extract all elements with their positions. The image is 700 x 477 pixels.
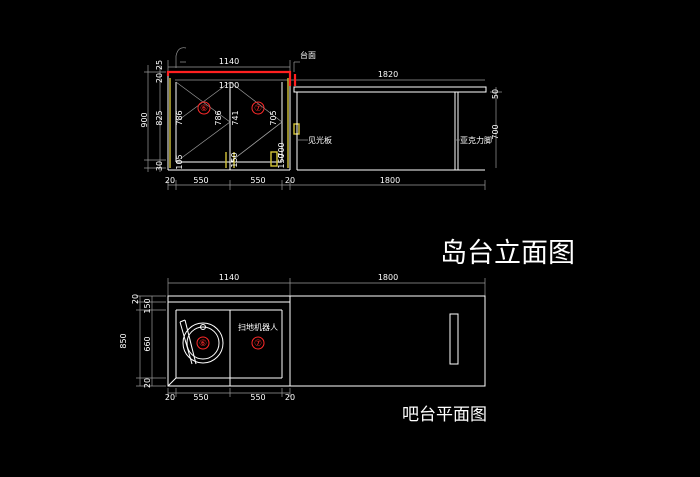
plan-dim-20-left: 20 <box>165 393 175 402</box>
elevation-view: ⑥ ⑦ 1140 1100 1820 20 550 550 20 1800 25… <box>140 47 502 190</box>
marker-7: ⑦ <box>254 104 262 114</box>
label-robot: 扫地机器人 <box>238 322 278 332</box>
dim-105: 105 <box>175 154 184 169</box>
plan-dim-660: 660 <box>143 336 152 351</box>
plan-dim-1800: 1800 <box>378 273 398 282</box>
dim-550-b: 550 <box>250 176 265 185</box>
dim-20-left: 20 <box>165 176 175 185</box>
plan-dim-850: 850 <box>119 333 128 348</box>
plan-view: ⑥ ⑦ 扫地机器人 1140 1800 20 550 550 20 20 150… <box>119 273 486 402</box>
dim-20-right: 20 <box>285 176 295 185</box>
dim-20-top: 20 <box>155 73 164 83</box>
dim-1140: 1140 <box>219 57 239 66</box>
label-acrylic-leg: 亚克力脚 <box>460 135 492 145</box>
title-plan: 吧台平面图 <box>402 405 487 425</box>
dim-705: 705 <box>269 110 278 125</box>
label-countertop: 台面 <box>300 50 316 60</box>
plan-marker-7: ⑦ <box>254 339 262 349</box>
dim-786-a: 786 <box>175 110 184 125</box>
plan-marker-6: ⑥ <box>199 339 207 349</box>
dim-900: 900 <box>140 112 149 127</box>
plan-dim-550-a: 550 <box>193 393 208 402</box>
dim-700-leg: 700 <box>491 124 500 139</box>
dim-700-inner: 700 <box>277 142 286 157</box>
plan-dim-150: 150 <box>143 298 152 313</box>
plan-dim-20-bottom: 20 <box>143 378 152 388</box>
dim-741: 741 <box>231 110 240 125</box>
dim-825: 825 <box>155 110 164 125</box>
dim-1100: 1100 <box>219 81 239 90</box>
label-light-board: 见光板 <box>308 135 332 145</box>
plan-dim-20-right: 20 <box>285 393 295 402</box>
title-elevation: 岛台立面图 <box>440 238 575 269</box>
plan-dim-1140: 1140 <box>219 273 239 282</box>
dim-1800: 1800 <box>380 176 400 185</box>
dim-786-b: 786 <box>214 110 223 125</box>
plan-dim-20-top: 20 <box>131 294 140 304</box>
marker-6: ⑥ <box>200 104 208 114</box>
dim-150-b: 150 <box>277 153 286 168</box>
dim-1820: 1820 <box>378 70 398 79</box>
dim-150-a: 150 <box>230 152 239 167</box>
plan-dim-550-b: 550 <box>250 393 265 402</box>
dim-50: 50 <box>491 89 500 99</box>
dim-30: 30 <box>155 161 164 171</box>
dim-25: 25 <box>155 60 164 70</box>
dim-550-a: 550 <box>193 176 208 185</box>
